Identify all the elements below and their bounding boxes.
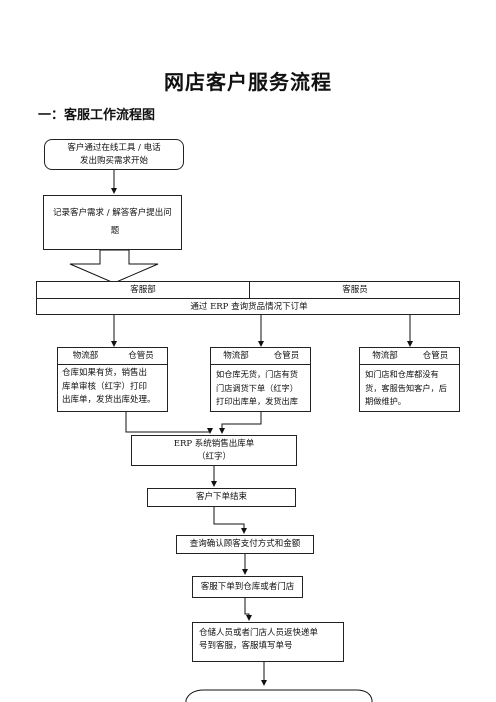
start-node: 客户通过在线工具 / 电话 发出购买需求开始 [44, 139, 184, 170]
record-node: 记录客户需求 / 解答客户提出问 题 [43, 195, 182, 250]
branch-1-text-line: 仓库如果有货，销售出 [62, 368, 148, 378]
branch-3-text-line: 货，客服告知客户，后 [365, 382, 447, 393]
branch-3-role: 仓管员 [422, 351, 449, 361]
branch-1-header-line [58, 364, 167, 365]
branch-3-text-line: 如门店和仓库都没有 [365, 369, 439, 379]
branch-node-1: 物流部 仓管员 仓库如果有货，销售出 库单审核（红字）打印 出库单，发货出库处理… [57, 347, 168, 412]
erp-query-cell: 通过 ERP 查询货品情况下订单 [190, 302, 308, 312]
branch-1-text-line: 出库单，发货出库处理。 [62, 395, 156, 405]
dept-table-col-divider [249, 282, 250, 298]
branch-1-role: 仓管员 [128, 351, 154, 361]
arrow-end-to-confirm [213, 507, 247, 534]
branch-2-text: 如仓库无货，门店有货 门店调货下单（红字） 打印出库单，发货出库 [216, 368, 308, 409]
dept-table: 客服部 客服员 通过 ERP 查询货品情况下订单 [36, 281, 460, 315]
courier-line-2: 号到客服，客服填写单号 [199, 641, 293, 651]
order-end-label: 客户下单结束 [195, 492, 247, 502]
role-cell: 客服员 [342, 285, 368, 295]
courier-node: 仓储人员或者门店人员返快递单 号到客服，客服填写单号 [192, 622, 344, 662]
erp-outbound-line-2: （红字） [196, 452, 231, 462]
section-heading: 一：客服工作流程图 [38, 108, 156, 123]
branch-node-2: 物流部 仓管员 如仓库无货，门店有货 门店调货下单（红字） 打印出库单，发货出库 [210, 347, 311, 412]
confirm-payment-label: 查询确认顾客支付方式和金额 [189, 539, 301, 549]
arrow-dispatch-to-courier [244, 598, 252, 621]
branch-3-text: 如门店和仓库都没有 货，客服告知客户，后 期做维护。 [365, 368, 457, 409]
confirm-payment-node: 查询确认顾客支付方式和金额 [176, 535, 314, 554]
branch-2-role: 仓管员 [273, 351, 300, 361]
branch-1-text-line: 库单审核（红字）打印 [62, 381, 148, 392]
branch-2-text-line: 门店调货下单（红字） [216, 382, 298, 393]
record-line-2: 题 [110, 226, 120, 236]
order-end-node: 客户下单结束 [147, 488, 296, 507]
dispatch-node: 客服下单到仓库或者门店 [192, 576, 303, 598]
branch-3-dept: 物流部 [372, 351, 398, 361]
record-line-1: 记录客户需求 / 解答客户提出问 [53, 208, 172, 218]
start-line-1: 客户通过在线工具 / 电话 [67, 143, 161, 153]
branch-1-dept: 物流部 [72, 351, 99, 361]
branch-2-header-line [211, 364, 310, 365]
branch-2-text-line: 打印出库单，发货出库 [216, 396, 298, 406]
branch-1-text: 仓库如果有货，销售出 库单审核（红字）打印 出库单，发货出库处理。 [62, 367, 164, 408]
branch-3-header-line [360, 364, 459, 365]
erp-outbound-line-1: ERP 系统销售出库单 [173, 439, 255, 449]
erp-outbound-node: ERP 系统销售出库单 （红字） [131, 435, 297, 466]
branch-3-text-line: 期做维护。 [365, 396, 406, 406]
arrow-branch1-to-erp [125, 412, 213, 434]
branch-2-dept: 物流部 [223, 351, 249, 361]
courier-line-1: 仓储人员或者门店人员返快递单 [199, 628, 319, 638]
dispatch-label: 客服下单到仓库或者门店 [200, 582, 295, 592]
start-line-2: 发出购买需求开始 [79, 156, 148, 166]
branch-node-3: 物流部 仓管员 如门店和仓库都没有 货，客服告知客户，后 期做维护。 [359, 347, 460, 412]
page-title: 网店客户服务流程 [164, 70, 332, 94]
big-down-arrow [69, 249, 159, 284]
next-step-partial-shape [185, 689, 373, 702]
branch-2-text-line: 如仓库无货，门店有货 [216, 369, 298, 379]
dept-table-row-divider [37, 298, 459, 299]
arrow-branch2-to-erp [219, 412, 262, 434]
dept-cell: 客服部 [130, 285, 156, 295]
